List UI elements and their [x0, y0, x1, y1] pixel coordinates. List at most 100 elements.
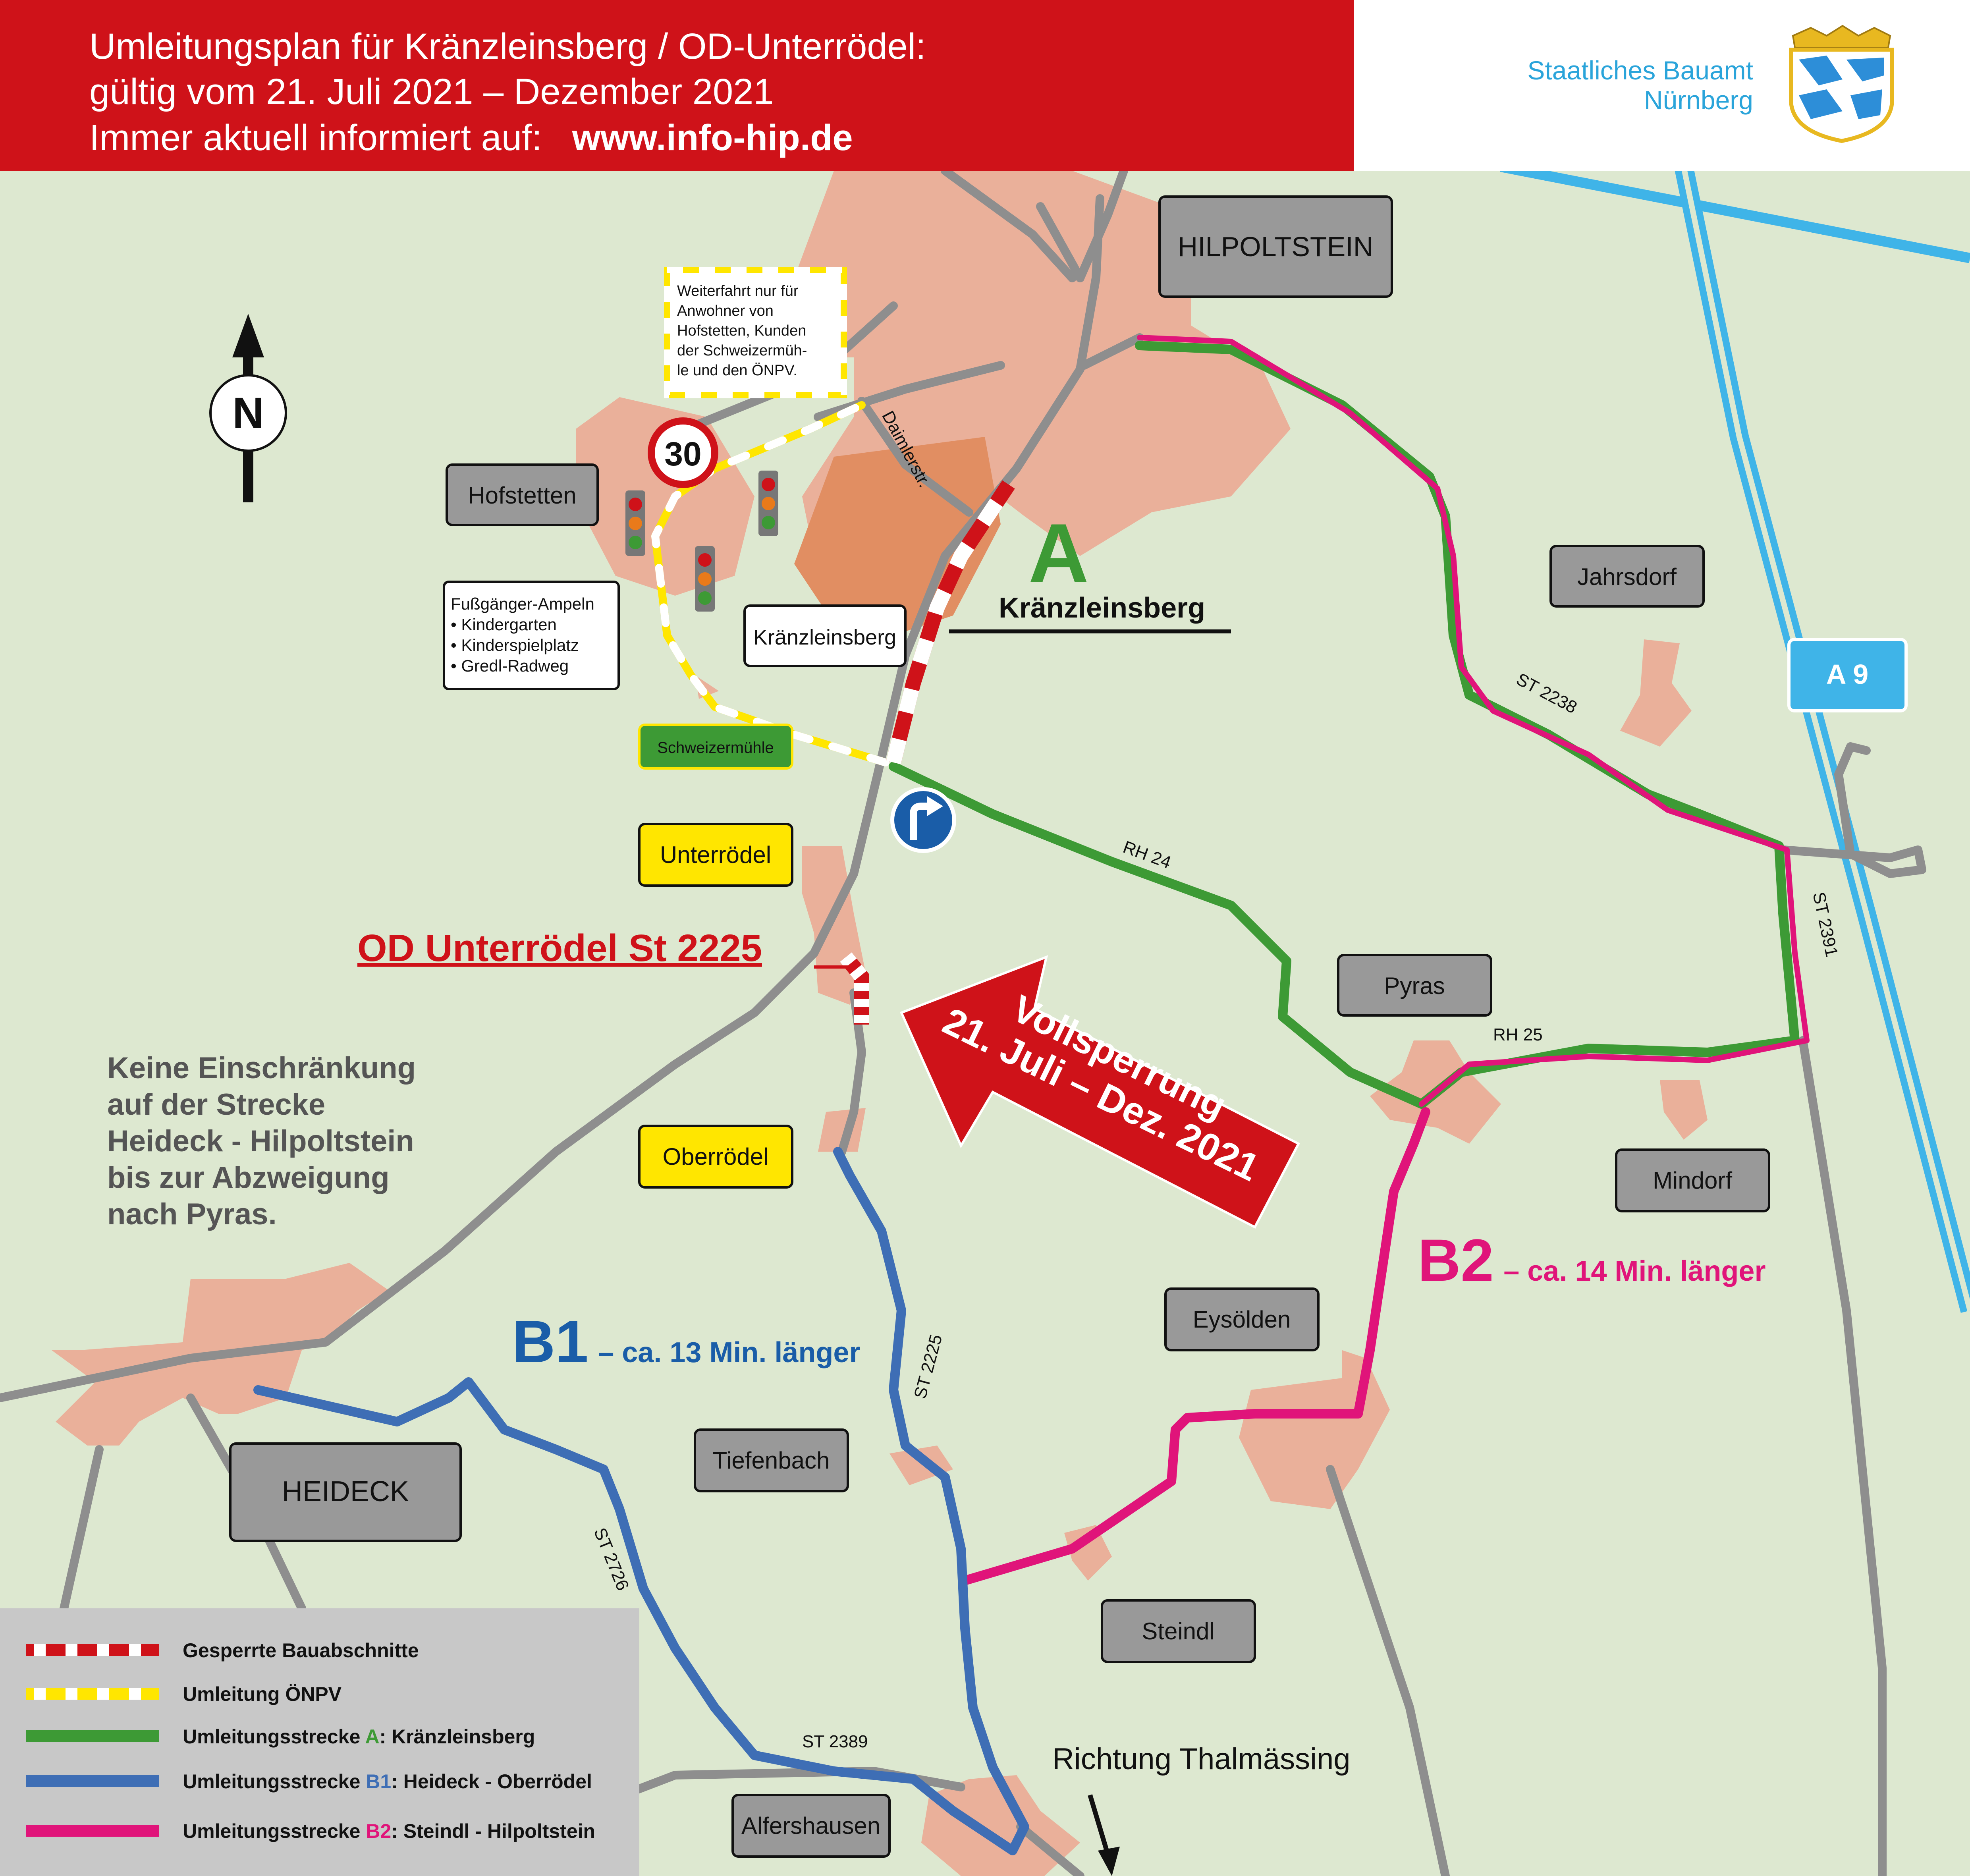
road-hilpoltstein-north-2: [1076, 166, 1128, 282]
road-hilpoltstein-northeast: [1080, 333, 1144, 370]
route-oenpv-path-dash: [651, 401, 889, 766]
place-steindl[interactable]: Steindl: [1101, 1599, 1256, 1663]
road-eysoelden-south: [1326, 1465, 1450, 1876]
header-line-3-prefix: Immer aktuell informiert auf:: [89, 118, 542, 158]
svg-text:Tiefenbach: Tiefenbach: [713, 1447, 830, 1474]
road-label-rh25: RH 25: [1493, 1025, 1543, 1044]
route-a-name: Kränzleinsberg: [999, 592, 1205, 624]
place-alfershausen[interactable]: Alfershausen: [731, 1794, 891, 1858]
svg-text:A 9: A 9: [1826, 659, 1868, 690]
route-b2-south: [1419, 1038, 1810, 1107]
place-mindorf[interactable]: Mindorf: [1615, 1148, 1770, 1212]
pedestrian-lights-line: Fußgänger-Ampeln: [451, 594, 594, 613]
access-note-line: Anwohner von: [677, 303, 774, 319]
no-restriction-line: Heideck - Hilpoltstein: [107, 1124, 414, 1158]
north-arrow-icon: N: [209, 314, 287, 502]
place-hilpoltstein[interactable]: HILPOLTSTEIN: [1158, 195, 1393, 298]
legend: Gesperrte Bauabschnitte Umleitung ÖNPV U…: [0, 1608, 639, 1876]
road-heideck-southwest: [55, 1445, 104, 1633]
route-b2-label: B2 – ca. 14 Min. länger: [1418, 1227, 1765, 1293]
route-b1-main: [253, 1147, 1029, 1855]
pedestrian-lights-line: • Gredl-Radweg: [451, 656, 569, 675]
closed-section-unterroedel: [840, 952, 869, 1025]
traffic-light-icon: [695, 546, 715, 612]
route-b2-steindl-hilpoltstein: [960, 1107, 1430, 1585]
place-tiefenbach[interactable]: Tiefenbach: [694, 1428, 849, 1492]
place-labels: HILPOLTSTEIN Hofstetten Kränzleinsberg S…: [229, 195, 1908, 1858]
svg-text:HILPOLTSTEIN: HILPOLTSTEIN: [1178, 231, 1374, 262]
motorway-feeder: [1500, 162, 1970, 263]
road-a9-ramp-north: [1834, 742, 1871, 858]
place-eysoelden[interactable]: Eysölden: [1164, 1287, 1320, 1351]
place-hofstetten[interactable]: Hofstetten: [446, 463, 599, 526]
speed-limit-value: 30: [664, 435, 701, 473]
direction-thalmaessing: Richtung Thalmässing: [1052, 1742, 1351, 1776]
road-main-heideck-hilpoltstein: [0, 194, 1104, 1402]
closed-section-kraenzleinsberg-dash: [886, 480, 1015, 764]
settlement-tiefenbach: [889, 1446, 953, 1485]
road-hilpoltstein-north-1: [1036, 202, 1084, 282]
no-restriction-line: Keine Einschränkung: [107, 1051, 416, 1085]
route-b1-time: – ca. 13 Min. länger: [598, 1337, 860, 1368]
place-oberroedel[interactable]: Oberrödel: [638, 1125, 793, 1189]
pedestrian-lights-note: Fußgänger-Ampeln • Kindergarten • Kinder…: [443, 581, 620, 690]
access-note-line: le und den ÖNPV.: [677, 362, 797, 379]
place-unterroedel[interactable]: Unterrödel: [638, 823, 793, 887]
route-b2-time: – ca. 14 Min. länger: [1503, 1255, 1765, 1287]
road-label-st2389: ST 2389: [802, 1732, 868, 1751]
svg-text:Pyras: Pyras: [1384, 973, 1445, 999]
place-kraenzleinsberg[interactable]: Kränzleinsberg: [743, 604, 907, 667]
access-note: Weiterfahrt nur für Anwohner von Hofstet…: [664, 267, 847, 398]
road-hilpoltstein-nw-1: [941, 166, 1077, 282]
place-pyras[interactable]: Pyras: [1337, 954, 1492, 1017]
no-restriction-line: bis zur Abzweigung: [107, 1161, 390, 1195]
direction-arrow-icon: [1088, 1794, 1120, 1876]
road-thalmaessing: [1016, 1822, 1084, 1876]
detour-routes: [889, 335, 1810, 1585]
legend-label-oenpv: Umleitung ÖNPV: [183, 1683, 342, 1705]
route-oenpv: [651, 401, 889, 766]
road-a9-ramp: [1779, 845, 1926, 878]
traffic-lights: [625, 471, 778, 612]
no-restriction-line: nach Pyras.: [107, 1197, 277, 1231]
svg-text:Alfershausen: Alfershausen: [741, 1812, 880, 1839]
traffic-light-icon: [758, 471, 778, 536]
route-b2-letter: B2: [1418, 1227, 1494, 1293]
north-letter: N: [232, 389, 264, 438]
svg-text:Mindorf: Mindorf: [1653, 1167, 1732, 1194]
place-jahrsdorf[interactable]: Jahrsdorf: [1549, 545, 1705, 608]
pedestrian-lights-line: • Kindergarten: [451, 615, 557, 634]
place-heideck[interactable]: HEIDECK: [229, 1442, 462, 1542]
svg-text:HEIDECK: HEIDECK: [282, 1476, 409, 1507]
route-a-south: [889, 762, 1800, 1109]
svg-text:Oberrödel: Oberrödel: [663, 1143, 769, 1170]
legend-label-route-a: Umleitungsstrecke A: Kränzleinsberg: [183, 1725, 535, 1748]
settlement-mindorf: [1660, 1080, 1708, 1140]
bavarian-coat-of-arms-icon: [1789, 25, 1894, 143]
header-line-2: gültig vom 21. Juli 2021 – Dezember 2021: [89, 71, 774, 112]
road-daimlerstr: [857, 397, 973, 517]
no-restriction-line: auf der Strecke: [107, 1088, 325, 1121]
closed-sections: [840, 480, 1015, 1025]
svg-text:Hofstetten: Hofstetten: [468, 482, 577, 509]
turn-right-sign-icon: [890, 787, 956, 853]
motorway-a9-badge[interactable]: A 9: [1787, 638, 1908, 712]
svg-text:Unterrödel: Unterrödel: [660, 841, 771, 868]
place-schweizermuehle[interactable]: Schweizermühle: [638, 724, 793, 770]
pedestrian-lights-line: • Kinderspielplatz: [451, 636, 579, 654]
legend-label-route-b1: Umleitungsstrecke B1: Heideck - Oberröde…: [183, 1770, 592, 1793]
access-note-line: Hofstetten, Kunden: [677, 322, 806, 339]
route-a-letter: A: [1028, 506, 1089, 600]
speed-limit-sign: 30: [648, 417, 718, 488]
no-restriction-note: Keine Einschränkung auf der Strecke Heid…: [107, 1051, 416, 1231]
authority-line-2: Nürnberg: [1644, 85, 1753, 115]
authority-line-1: Staatliches Bauamt: [1527, 56, 1753, 85]
svg-text:Schweizermühle: Schweizermühle: [657, 739, 774, 757]
route-b2-north: [1137, 335, 1810, 1043]
settlement-alfershausen: [921, 1775, 1080, 1876]
road-mindorf-south: [1798, 1036, 1887, 1876]
header-url[interactable]: www.info-hip.de: [572, 118, 853, 158]
route-b1: [253, 1147, 1029, 1855]
